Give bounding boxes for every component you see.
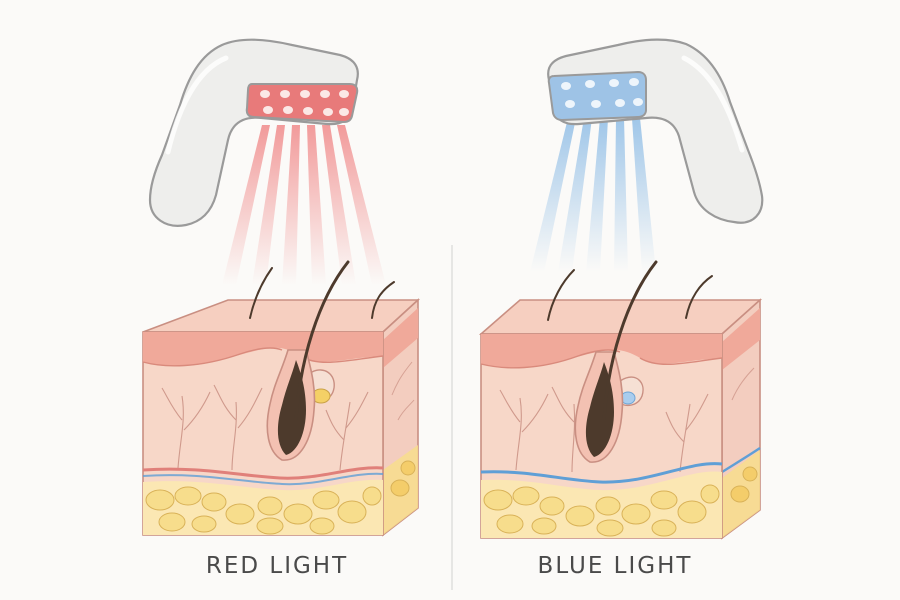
blue-led bbox=[615, 99, 625, 107]
dermis-capillaries bbox=[161, 384, 369, 471]
blue-led bbox=[591, 100, 601, 108]
blue-light-device bbox=[547, 38, 764, 224]
red-light-beams bbox=[222, 125, 386, 285]
blue-led bbox=[609, 79, 619, 87]
epidermis-layer bbox=[481, 334, 722, 369]
blue-led bbox=[633, 98, 643, 106]
red-light-device bbox=[148, 38, 359, 227]
blue-led bbox=[585, 80, 595, 88]
blue-light-label: BLUE LIGHT bbox=[537, 553, 693, 579]
blue-led bbox=[565, 100, 575, 108]
red-led bbox=[320, 90, 330, 98]
blue-light-panel bbox=[478, 38, 764, 540]
blue-skin-cross-section bbox=[478, 260, 763, 540]
fat-cells bbox=[483, 484, 720, 537]
red-light-panel bbox=[142, 38, 421, 537]
red-led-pad bbox=[245, 83, 359, 124]
hair-strands bbox=[547, 260, 713, 422]
red-led bbox=[283, 106, 293, 114]
red-led bbox=[303, 107, 313, 115]
blue-light-beams bbox=[530, 118, 656, 272]
hair-strands bbox=[249, 260, 395, 422]
red-led bbox=[300, 90, 310, 98]
red-led bbox=[339, 108, 349, 116]
red-led bbox=[263, 106, 273, 114]
fat-cells bbox=[145, 486, 382, 535]
red-skin-cross-section bbox=[142, 260, 421, 537]
blue-led bbox=[629, 78, 639, 86]
red-led bbox=[280, 90, 290, 98]
blue-led bbox=[561, 82, 571, 90]
blue-led-pad bbox=[547, 70, 647, 122]
red-led bbox=[339, 90, 349, 98]
red-led bbox=[260, 90, 270, 98]
red-led bbox=[323, 108, 333, 116]
red-light-label: RED LIGHT bbox=[205, 553, 349, 579]
